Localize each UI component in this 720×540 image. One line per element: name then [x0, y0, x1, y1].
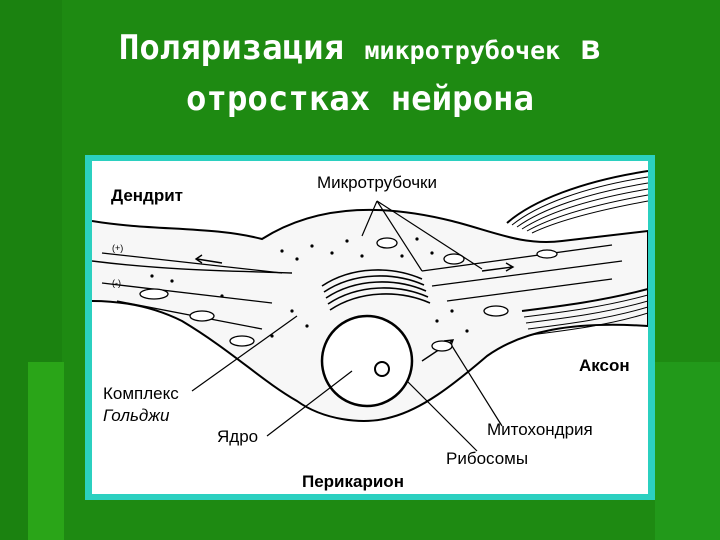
- polarity-mark-minus: (-): [112, 278, 121, 288]
- nucleolus: [374, 361, 390, 377]
- polarity-mark-plus: (+): [112, 243, 124, 253]
- slide-title: Поляризация микротрубочек в отростках не…: [0, 24, 720, 123]
- background-strip: [28, 362, 64, 540]
- myelin-sheath-top: [506, 170, 648, 234]
- background-strip: [655, 362, 720, 540]
- axon-microtubules: [421, 244, 623, 302]
- label-mitochondria: Митохондрия: [487, 420, 593, 439]
- label-ribosomes: Рибосомы: [446, 449, 529, 468]
- label-golgi-line1: Комплекс: [103, 384, 179, 403]
- label-golgi-line2: Гольджи: [103, 406, 170, 425]
- label-axon: Аксон: [579, 356, 630, 375]
- mitochondria: [139, 237, 558, 352]
- title-part2: микротрубочек: [364, 36, 561, 65]
- slide-title-line2: отростках нейрона: [186, 79, 534, 119]
- slide-title-line1: Поляризация микротрубочек в: [0, 24, 720, 75]
- myelin-sheath-bottom: [521, 288, 648, 336]
- ribosomes: [150, 237, 469, 338]
- label-microtubules: Микротрубочки: [317, 173, 437, 192]
- golgi-stack: [321, 269, 431, 311]
- neuron-drawing: [92, 170, 648, 452]
- label-perikaryon: Перикарион: [302, 472, 404, 491]
- title-part1: Поляризация: [118, 28, 365, 68]
- label-nucleus: Ядро: [217, 427, 259, 446]
- leader-lines: [191, 200, 503, 452]
- nucleus: [320, 314, 414, 408]
- neuron-diagram: Дендрит Микротрубочки Аксон Комплекс Гол…: [92, 161, 648, 494]
- label-dendrite: Дендрит: [111, 186, 183, 205]
- title-part3: в: [560, 28, 602, 68]
- dendrite-microtubules: [101, 252, 283, 330]
